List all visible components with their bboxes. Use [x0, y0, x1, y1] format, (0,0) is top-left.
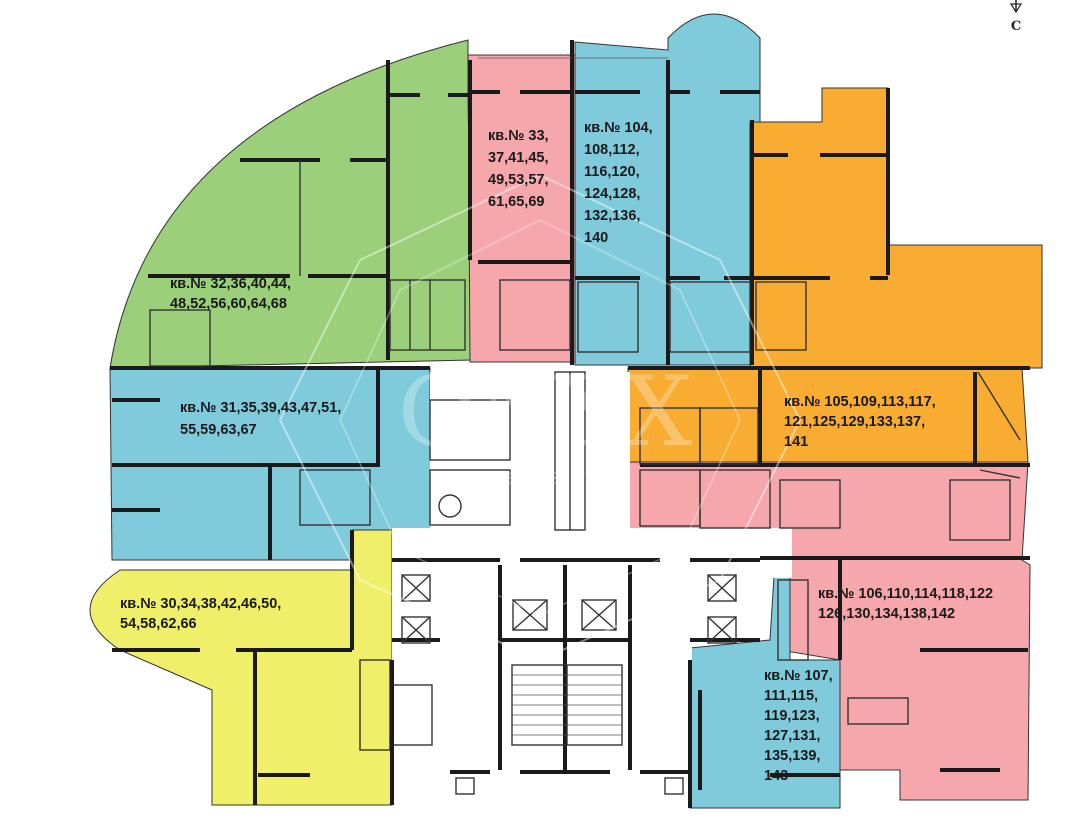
unit-label-blue-north: кв.№ 104, 108,112, 116,120, 124,128, 132,136…: [584, 120, 653, 246]
unit-label-line: кв.№ 105,109,113,117,: [784, 394, 936, 410]
unit-label-line: кв.№ 32,36,40,44,: [170, 276, 291, 292]
unit-label-line: 49,53,57,: [488, 172, 548, 188]
staircase: [511, 664, 623, 746]
unit-label-line: 126,130,134,138,142: [818, 606, 955, 622]
unit-label-line: 124,128,: [584, 186, 640, 202]
unit-label-line: кв.№ 33,: [488, 128, 549, 144]
unit-label-line: 111,115,: [764, 688, 818, 704]
unit-label-line: кв.№ 30,34,38,42,46,50,: [120, 596, 281, 612]
unit-label-line: кв.№ 104,: [584, 120, 653, 136]
compass: С: [1009, 0, 1023, 34]
thin-partitions: [149, 57, 1021, 751]
unit-label-line: кв.№ 31,35,39,43,47,51,: [180, 400, 341, 416]
unit-label-blue-west: кв.№ 31,35,39,43,47,51, 55,59,63,67: [180, 400, 341, 438]
unit-label-line: 143: [764, 768, 788, 784]
unit-label-line: 132,136,: [584, 208, 640, 224]
walls: [110, 40, 1030, 805]
compass-north-label: С: [1011, 19, 1021, 34]
unit-label-line: кв.№ 107,: [764, 668, 833, 684]
unit-label-pink-southeast: кв.№ 106,110,114,118,122 126,130,134,138,…: [818, 586, 993, 622]
unit-label-line: 127,131,: [764, 728, 820, 744]
unit-label-line: 116,120,: [584, 164, 640, 180]
unit-label-line: кв.№ 106,110,114,118,122: [818, 586, 993, 602]
unit-label-line: 54,58,62,66: [120, 616, 197, 632]
zone-orange-ne: [749, 87, 1043, 369]
zone-green: [109, 39, 473, 369]
unit-label-blue-south: кв.№ 107, 111,115, 119,123, 127,131, 135,139…: [764, 668, 833, 784]
unit-label-line: 119,123,: [764, 708, 820, 724]
unit-label-orange-east: кв.№ 105,109,113,117, 121,125,129,133,137…: [784, 394, 936, 450]
unit-label-line: 61,65,69: [488, 194, 544, 210]
north-arrow-icon: [1009, 3, 1023, 14]
unit-label-line: 140: [584, 230, 608, 246]
unit-label-line: 141: [784, 434, 808, 450]
unit-label-line: 48,52,56,60,64,68: [170, 296, 287, 312]
watermark-tagline: real estate: [483, 464, 608, 489]
watermark-brand: ONYX: [398, 356, 692, 468]
unit-label-line: 108,112,: [584, 142, 640, 158]
zone-yellow: [89, 529, 393, 806]
unit-label-pink-north: кв.№ 33, 37,41,45, 49,53,57, 61,65,69: [488, 128, 549, 210]
watermark: ONYX real estate: [278, 173, 802, 662]
unit-label-green-west-north: кв.№ 32,36,40,44, 48,52,56,60,64,68: [170, 276, 291, 312]
unit-label-line: 135,139,: [764, 748, 820, 764]
unit-label-line: 121,125,129,133,137,: [784, 414, 925, 430]
unit-label-yellow-southwest: кв.№ 30,34,38,42,46,50, 54,58,62,66: [120, 596, 281, 632]
core-details: [390, 371, 760, 808]
unit-label-line: 55,59,63,67: [180, 422, 257, 438]
unit-label-line: 37,41,45,: [488, 150, 548, 166]
